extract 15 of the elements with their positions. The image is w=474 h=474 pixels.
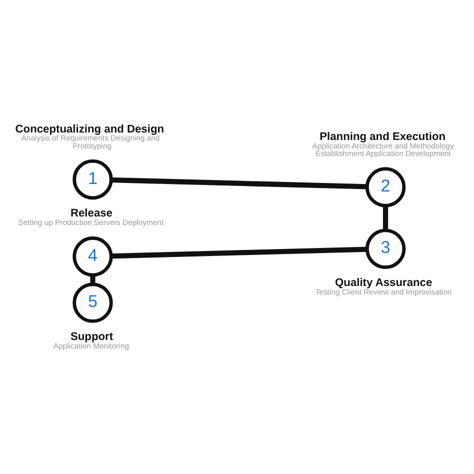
node-label: Release	[70, 207, 113, 220]
connector	[111, 176, 368, 189]
node-label: Quality Assurance	[335, 276, 432, 288]
connector	[90, 274, 96, 284]
node-label: Setting up Production Servers Deployment	[18, 218, 164, 227]
node-label: Support	[70, 330, 114, 342]
node-circle: 4	[72, 236, 113, 276]
connector	[111, 246, 368, 258]
connector	[382, 205, 388, 230]
node-circle: 5	[72, 282, 113, 322]
node-label: Conceptualizing and Design	[15, 122, 164, 135]
node-circle: 1	[72, 158, 113, 200]
node-label: Planning and Execution	[320, 130, 446, 143]
node-circle: 3	[365, 228, 406, 268]
node-circle: 2	[365, 166, 406, 207]
